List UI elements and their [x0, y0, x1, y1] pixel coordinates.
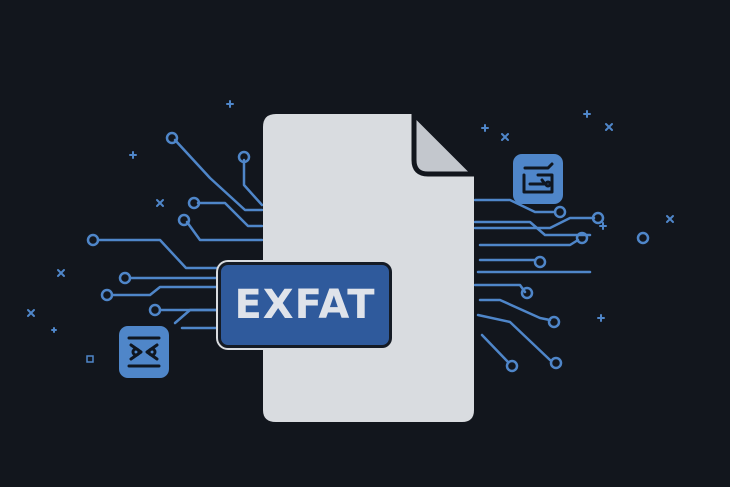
right-circuit-traces — [473, 198, 650, 373]
file-system-label-text: EXFAT — [234, 282, 376, 328]
drive-sync-icon — [513, 154, 563, 204]
network-swap-icon — [119, 326, 169, 378]
square-sparkle — [86, 355, 94, 363]
file-system-label: EXFAT — [218, 262, 392, 348]
left-circuit-traces — [86, 131, 264, 330]
sparkle-decorations — [27, 100, 674, 333]
